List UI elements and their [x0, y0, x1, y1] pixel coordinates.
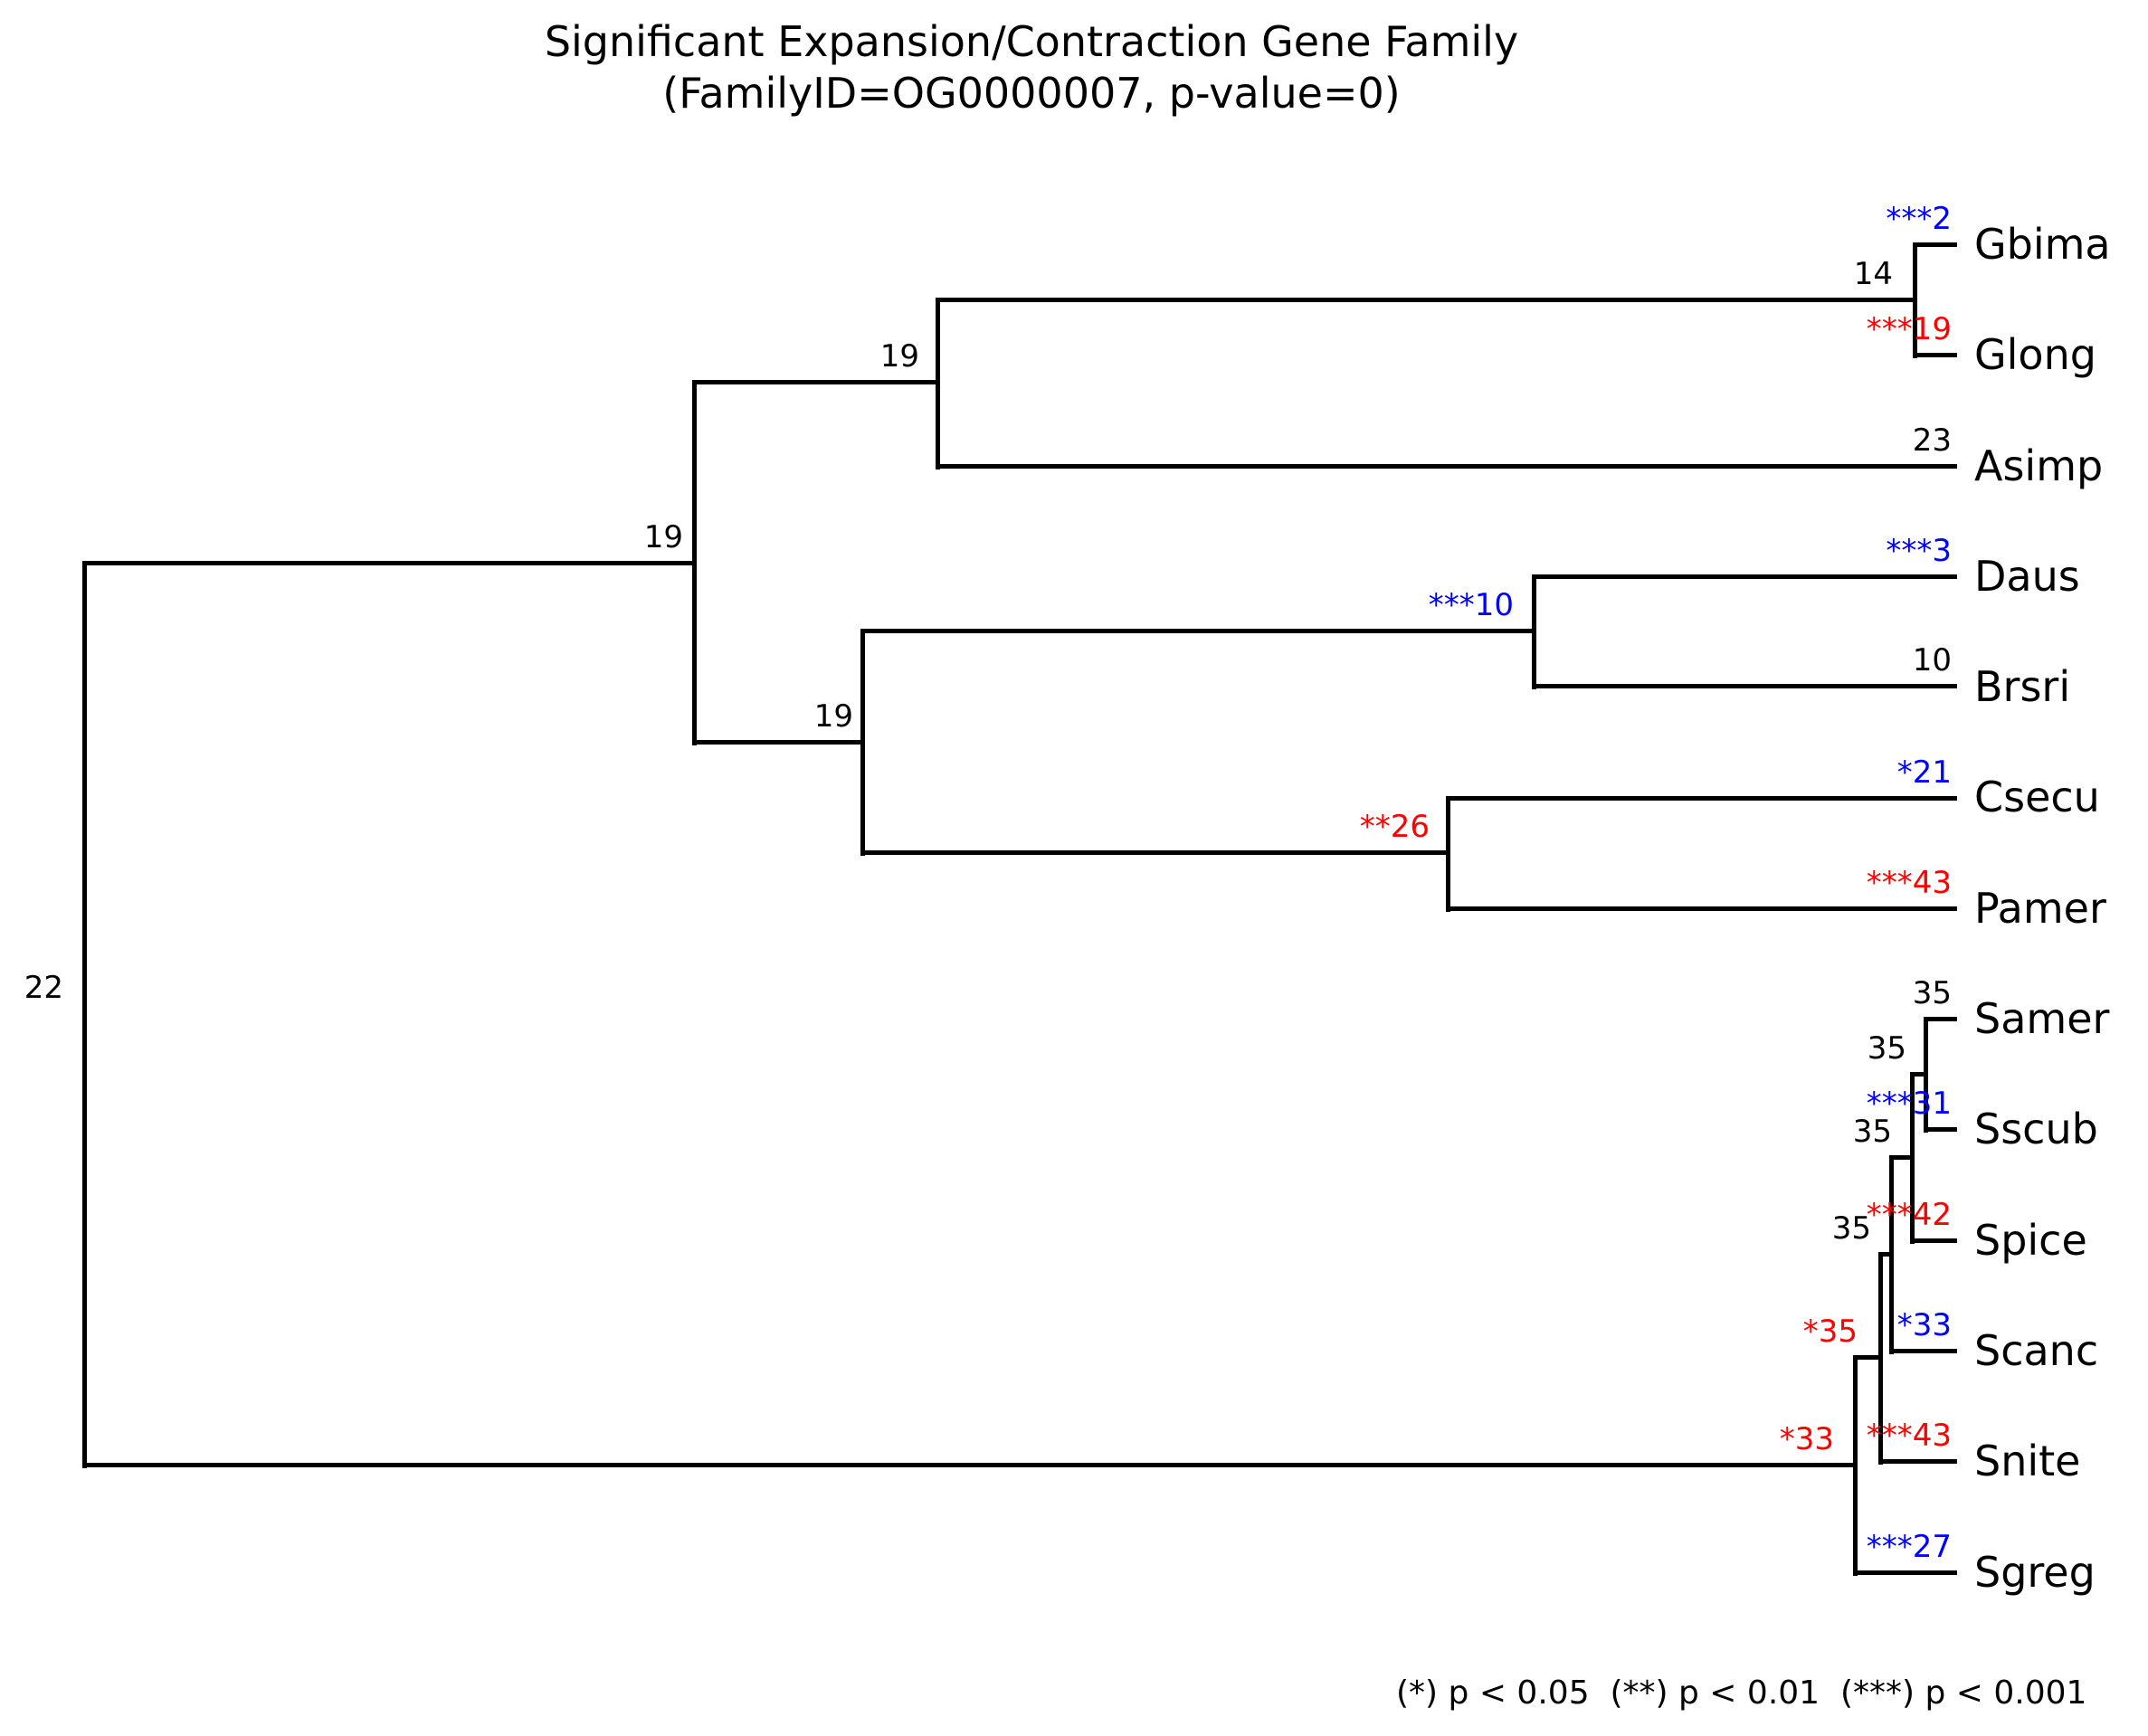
leaf-value-spice: ***42	[1866, 1197, 1952, 1233]
node-value-gbima-glong-asimp: 19	[879, 338, 919, 375]
leaf-value-daus: ***3	[1886, 533, 1952, 569]
branch-pamer	[1446, 906, 1957, 911]
branch-root-to-s-clade	[84, 1463, 1857, 1467]
leaf-value-gbima: ***2	[1886, 201, 1952, 237]
leaf-value-asimp: 23	[1912, 422, 1952, 459]
leaf-value-scanc: *33	[1896, 1307, 1952, 1343]
branch-spice	[1910, 1238, 1957, 1243]
leaf-value-brsri: 10	[1912, 642, 1952, 678]
node-value-csecu-pamer: **26	[1359, 809, 1430, 845]
branch-to-daus-brsri	[860, 629, 1535, 633]
leaf-name-scanc: Scanc	[1974, 1326, 2099, 1375]
node-value-root: 22	[24, 970, 63, 1006]
node-value-daus-pamer-clade: 19	[813, 698, 853, 735]
significance-legend: (*) p < 0.05 (**) p < 0.01 (***) p < 0.0…	[1396, 1674, 2087, 1712]
leaf-name-gbima: Gbima	[1974, 220, 2111, 269]
node-value-upper-clade: 19	[643, 519, 683, 555]
branch-daus	[1532, 574, 1957, 579]
branch-to-gbima-glong	[936, 298, 1916, 302]
leaf-name-samer: Samer	[1974, 994, 2110, 1043]
node-value-plus-sgreg: *33	[1779, 1421, 1834, 1457]
branch-to-daus-pamer-clade	[692, 740, 864, 745]
branch-snite	[1878, 1459, 1957, 1464]
node-value-plus-spice: 35	[1852, 1114, 1892, 1150]
branch-to-samer-sscub	[1910, 1072, 1927, 1077]
chart-title-line2: (FamilyID=OG0000007, p-value=0)	[662, 69, 1401, 118]
branch-scanc	[1889, 1349, 1957, 1353]
leaf-value-csecu: *21	[1896, 754, 1952, 791]
leaf-name-pamer: Pamer	[1974, 884, 2106, 933]
node-value-plus-scanc: 35	[1831, 1210, 1871, 1247]
leaf-value-pamer: ***43	[1866, 865, 1952, 901]
leaf-value-glong: ***19	[1866, 311, 1952, 347]
node-value-plus-snite: *35	[1802, 1314, 1858, 1350]
branch-sgreg	[1853, 1570, 1957, 1575]
leaf-name-daus: Daus	[1974, 552, 2080, 601]
branch-gbima	[1913, 242, 1957, 247]
leaf-name-spice: Spice	[1974, 1216, 2087, 1265]
branch-to-plus-snite	[1853, 1355, 1882, 1360]
chart-title: Significant Expansion/Contraction Gene F…	[0, 16, 2063, 119]
branch-to-plus-scanc	[1878, 1252, 1893, 1257]
leaf-name-asimp: Asimp	[1974, 441, 2104, 490]
branch-samer	[1924, 1017, 1957, 1021]
leaf-name-sscub: Sscub	[1974, 1105, 2098, 1153]
node-value-gbima-glong: 14	[1853, 256, 1893, 292]
leaf-name-sgreg: Sgreg	[1974, 1548, 2096, 1597]
leaf-name-glong: Glong	[1974, 330, 2096, 379]
branch-brsri	[1532, 684, 1957, 688]
branch-glong	[1913, 353, 1957, 357]
leaf-value-snite: ***43	[1866, 1418, 1952, 1454]
branch-asimp	[936, 464, 1957, 469]
branch-vertical-root	[82, 561, 87, 1468]
leaf-name-csecu: Csecu	[1974, 773, 2100, 821]
branch-to-gbima-glong-asimp	[692, 380, 939, 384]
leaf-value-sscub: ***31	[1866, 1086, 1952, 1122]
node-value-samer-sscub: 35	[1867, 1030, 1906, 1067]
branch-csecu	[1446, 796, 1957, 801]
node-value-daus-brsri: ***10	[1428, 587, 1514, 623]
branch-root-to-upper-clade	[84, 561, 696, 565]
leaf-value-sgreg: ***27	[1866, 1529, 1952, 1565]
branch-to-plus-spice	[1889, 1155, 1914, 1160]
leaf-value-samer: 35	[1912, 975, 1952, 1011]
branch-sscub	[1924, 1127, 1957, 1132]
branch-to-csecu-pamer	[860, 850, 1449, 855]
leaf-name-brsri: Brsri	[1974, 662, 2071, 711]
leaf-name-snite: Snite	[1974, 1437, 2081, 1485]
chart-title-line1: Significant Expansion/Contraction Gene F…	[544, 17, 1519, 66]
